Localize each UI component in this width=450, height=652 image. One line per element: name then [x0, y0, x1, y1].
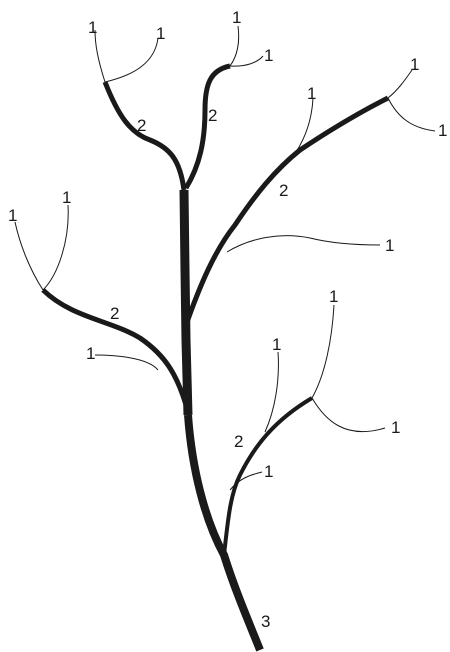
right-upper-mid-twig-label: 1: [385, 236, 394, 255]
top-left-branch: [105, 82, 184, 190]
top-middle-tip-label-b: 1: [264, 46, 273, 65]
right-upper-tip-label-a: 1: [410, 55, 419, 74]
right-lower-tip-label-a: 1: [329, 287, 338, 306]
left-tip-label-b: 1: [62, 188, 71, 207]
right-lower-side-twig-label: 1: [272, 335, 281, 354]
left-twig-a: [15, 222, 43, 290]
right-lower-tip-label-b: 1: [391, 418, 400, 437]
top-left-branch-order-label: 2: [137, 116, 146, 135]
top-left-twig-b: [105, 38, 158, 82]
right-lower-stem-twig-label: 1: [264, 462, 273, 481]
trunk-segment: [184, 190, 188, 415]
top-left-tip-label-b: 1: [156, 24, 165, 43]
right-upper-branch-order-label: 2: [279, 181, 288, 200]
right-upper-side-twig-label: 1: [307, 84, 316, 103]
left-branch-order-label: 2: [110, 304, 119, 323]
trunk-segment-lower: [188, 415, 260, 650]
right-upper-branch: [186, 98, 388, 325]
right-lower-twig-b: [312, 398, 385, 432]
top-middle-branch: [186, 66, 230, 188]
top-left-twig-a: [95, 30, 105, 82]
right-lower-twig-a: [312, 305, 334, 398]
trunk-order-label: 3: [261, 612, 270, 631]
left-tip-label-a: 1: [8, 206, 17, 225]
top-left-tip-label-a: 1: [88, 18, 97, 37]
top-middle-tip-label-a: 1: [232, 8, 241, 27]
right-upper-mid-twig: [227, 236, 380, 252]
top-middle-twig-a: [230, 26, 239, 66]
right-upper-twig-a: [388, 70, 412, 98]
left-side-twig-label: 1: [86, 344, 95, 363]
right-upper-tip-label-b: 1: [438, 121, 447, 140]
top-middle-branch-order-label: 2: [208, 106, 217, 125]
left-side-twig: [95, 355, 158, 370]
right-upper-twig-b: [388, 98, 435, 131]
left-twig-b: [43, 205, 68, 290]
right-lower-branch-order-label: 2: [234, 432, 243, 451]
right-lower-side-twig: [265, 352, 278, 432]
